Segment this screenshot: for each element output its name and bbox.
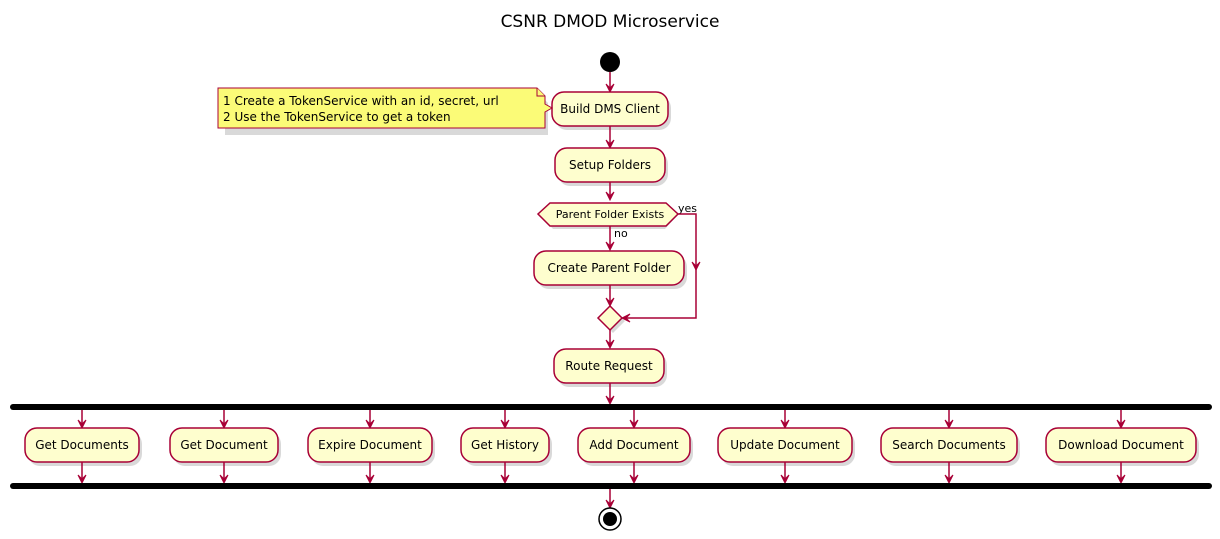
activity-label: Get Document — [180, 438, 268, 452]
activity-branch: Update Document — [717, 410, 855, 485]
arrowhead — [219, 419, 229, 430]
activity-branch: Get Document — [169, 410, 281, 485]
activity-label: Search Documents — [892, 438, 1005, 452]
note-token-service: 1 Create a TokenService with an id, secr… — [217, 87, 554, 135]
end-node — [598, 507, 622, 531]
arrowhead — [605, 499, 615, 510]
activity-label: Get Documents — [35, 438, 129, 452]
join-bar — [10, 483, 1212, 489]
activity-label: Add Document — [589, 438, 679, 452]
arrowhead — [629, 474, 639, 485]
arrowhead — [605, 339, 615, 350]
activity-label: Setup Folders — [569, 158, 651, 172]
activity-setup-folders: Setup Folders — [554, 147, 668, 186]
arrowhead — [1116, 419, 1126, 430]
merge-diamond — [596, 304, 625, 333]
arrowhead — [944, 419, 954, 430]
decision-parent-folder-exists: Parent Folder Exists — [536, 202, 680, 229]
decision-label: Parent Folder Exists — [556, 208, 665, 221]
note-line-2: 2 Use the TokenService to get a token — [223, 110, 451, 124]
arrowhead — [620, 313, 631, 323]
parallel-branches: Get Documents Get Document Expire Document… — [24, 410, 1199, 485]
arrowhead — [605, 83, 615, 94]
guard-no: no — [614, 227, 628, 240]
activity-create-parent-folder: Create Parent Folder — [533, 250, 687, 289]
arrowhead — [605, 241, 615, 252]
arrowhead — [605, 395, 615, 406]
note-line-1: 1 Create a TokenService with an id, secr… — [223, 94, 499, 108]
arrowhead — [605, 297, 615, 308]
arrowhead — [944, 474, 954, 485]
activity-label: Expire Document — [318, 438, 422, 452]
activity-label: Create Parent Folder — [548, 261, 671, 275]
arrowhead — [691, 261, 701, 272]
arrowhead — [629, 419, 639, 430]
diagram-title: CSNR DMOD Microservice — [501, 12, 720, 32]
activity-branch: Download Document — [1045, 410, 1199, 485]
arrowhead — [77, 419, 87, 430]
arrowhead — [500, 474, 510, 485]
fork-bar — [10, 404, 1212, 410]
start-node — [600, 52, 620, 72]
activity-build-dms-client: Build DMS Client — [551, 91, 671, 130]
arrowhead — [780, 419, 790, 430]
arrowhead — [605, 139, 615, 150]
guard-yes: yes — [678, 202, 697, 215]
activity-label: Update Document — [730, 438, 840, 452]
arrowhead — [500, 419, 510, 430]
activity-branch: Expire Document — [307, 410, 435, 485]
activity-label: Build DMS Client — [560, 102, 660, 116]
activity-label: Get History — [471, 438, 539, 452]
activity-branch: Get History — [460, 410, 552, 485]
arrowhead — [365, 474, 375, 485]
arrowhead — [77, 474, 87, 485]
activity-branch: Get Documents — [24, 410, 142, 485]
activity-label: Route Request — [565, 359, 653, 373]
activity-label: Download Document — [1058, 438, 1184, 452]
arrowhead — [1116, 474, 1126, 485]
activity-branch: Search Documents — [880, 410, 1020, 485]
activity-branch: Add Document — [577, 410, 693, 485]
arrowhead — [219, 474, 229, 485]
arrowhead — [605, 191, 615, 202]
arrowhead — [780, 474, 790, 485]
activity-route-request: Route Request — [553, 348, 667, 387]
arrowhead — [365, 419, 375, 430]
